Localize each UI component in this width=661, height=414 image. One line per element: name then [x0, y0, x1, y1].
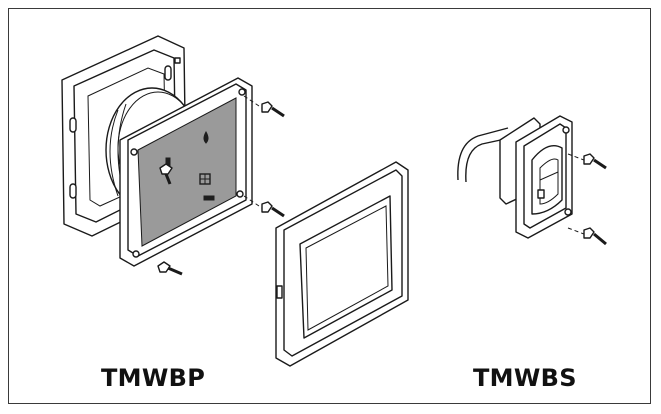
figure-border	[8, 8, 651, 404]
sensor-module	[499, 115, 573, 239]
front-cover-frame	[275, 161, 409, 367]
mounting-screw-icon	[243, 195, 285, 218]
label-tmwbs: TMWBS	[473, 364, 577, 392]
sensor-cable	[457, 127, 511, 183]
mounting-screw-icon	[159, 163, 173, 185]
mounting-screw-icon	[567, 227, 607, 246]
control-module	[119, 77, 253, 267]
mounting-screw-icon	[157, 261, 183, 276]
steam-grid-icon	[199, 173, 211, 185]
mounting-screw-icon	[567, 153, 607, 170]
mounting-screw-icon	[243, 95, 285, 118]
label-tmwbp: TMWBP	[101, 364, 206, 392]
water-drop-icon	[203, 130, 209, 144]
